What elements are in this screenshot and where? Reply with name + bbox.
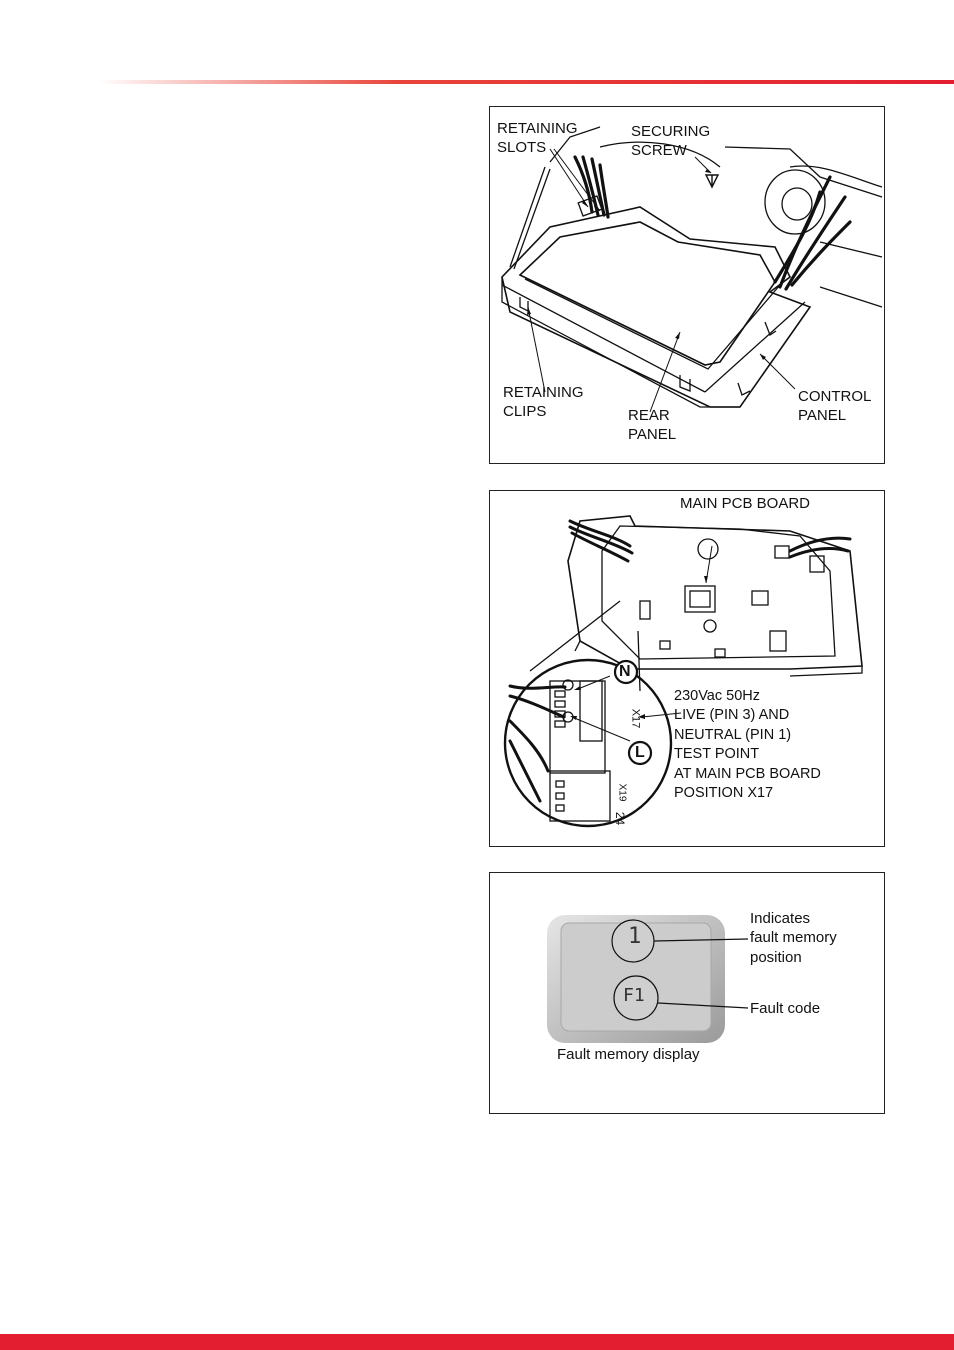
label-pin-24: 24 [610,812,629,825]
neutral-marker: N [619,662,631,681]
label-rear-panel-1: REAR [628,406,670,425]
test-point-line-4: TEST POINT [674,745,759,765]
label-retaining-clips-2: CLIPS [503,402,546,421]
figure-control-panel: RETAINING SLOTS SECURING SCREW RETAINING… [489,106,885,464]
test-point-line-3: NEUTRAL (PIN 1) [674,726,791,746]
label-indicates-3: position [750,948,802,967]
footer-bar [0,1334,954,1350]
label-indicates-1: Indicates [750,909,810,928]
figure-main-pcb: MAIN PCB BOARD N L X17 X19 24 230Vac 50H… [489,490,885,847]
label-x19: X19 [612,784,631,802]
label-indicates-2: fault memory [750,928,837,947]
fault-memory-drawing [490,873,886,1115]
label-rear-panel-2: PANEL [628,425,676,444]
figure-fault-memory: 1 F1 Indicates fault memory position Fau… [489,872,885,1114]
display-position-value: 1 [628,927,641,946]
header-rule [98,80,954,84]
display-code-value: F1 [623,986,645,1005]
label-retaining-clips-1: RETAINING [503,383,584,402]
label-securing-screw-1: SECURING [631,122,710,141]
label-main-pcb: MAIN PCB BOARD [680,494,810,513]
test-point-line-1: 230Vac 50Hz [674,687,760,707]
live-marker: L [635,743,645,762]
label-x17: X17 [625,709,644,729]
label-retaining-slots-1: RETAINING [497,119,578,138]
label-fault-code: Fault code [750,999,820,1018]
test-point-line-6: POSITION X17 [674,784,773,804]
label-retaining-slots-2: SLOTS [497,138,546,157]
caption-fault-memory: Fault memory display [557,1045,700,1064]
test-point-line-5: AT MAIN PCB BOARD [674,765,821,785]
test-point-line-2: LIVE (PIN 3) AND [674,706,789,726]
label-securing-screw-2: SCREW [631,141,687,160]
label-control-panel-2: PANEL [798,406,846,425]
label-control-panel-1: CONTROL [798,387,871,406]
